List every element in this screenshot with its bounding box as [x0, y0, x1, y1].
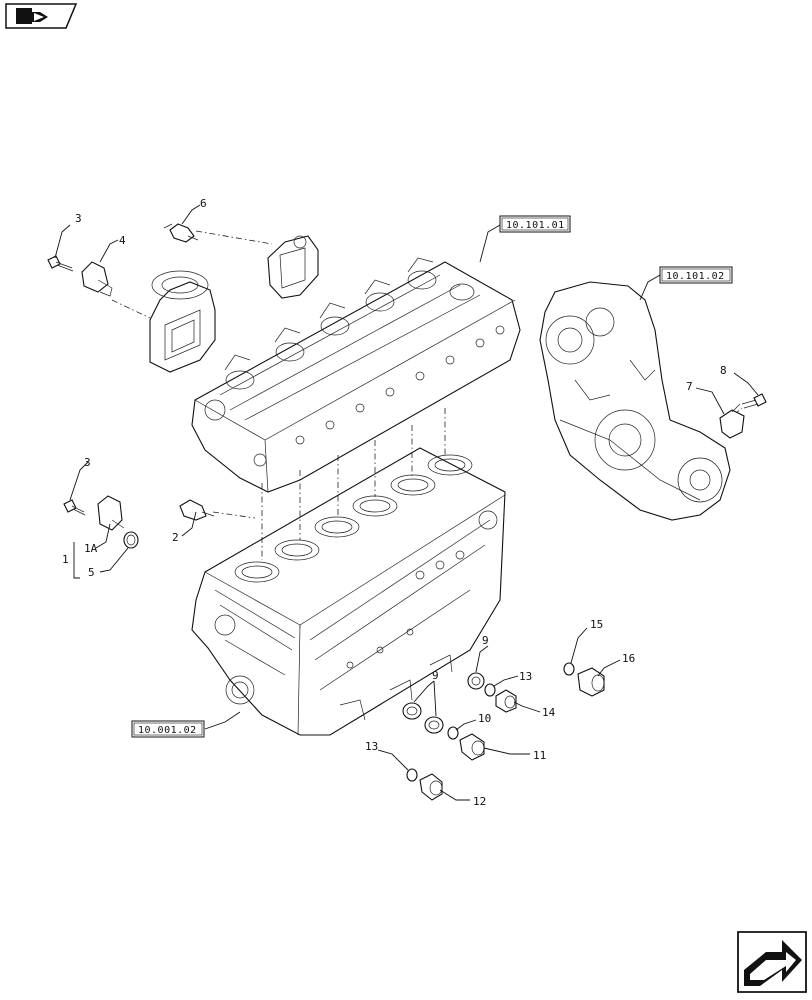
callout-6: 6	[200, 197, 207, 210]
o-ring-9-upper	[467, 672, 485, 690]
callout-13: 13	[519, 670, 532, 683]
callout-13: 13	[365, 740, 378, 753]
plug-16	[577, 667, 605, 697]
sensor-6	[163, 223, 199, 243]
o-ring-15	[563, 662, 575, 676]
o-ring-9-lower-a	[402, 702, 422, 720]
reference-label: 10.001.02	[138, 725, 197, 736]
callout-3: 3	[75, 212, 82, 225]
timing-housing	[539, 281, 731, 521]
callout-15: 15	[590, 618, 603, 631]
sensor-7	[719, 403, 745, 439]
reference-box-cylinder-head[interactable]: 10.101.01	[499, 215, 571, 233]
reference-box-timing-cover[interactable]: 10.101.02	[659, 266, 733, 284]
leader-lines	[54, 204, 759, 801]
screw-8	[741, 393, 767, 409]
o-ring-13-lower	[406, 768, 418, 782]
reference-label: 10.101.02	[666, 271, 725, 282]
callout-9: 9	[482, 634, 489, 647]
back-arrow-icon[interactable]	[4, 3, 78, 29]
thermostat-housing	[149, 270, 216, 373]
plug-14	[495, 689, 517, 713]
callout-7: 7	[686, 380, 693, 393]
forward-arrow-icon[interactable]	[736, 930, 808, 994]
callout-12: 12	[473, 795, 486, 808]
plug-11	[459, 733, 485, 761]
callouts: 3 4 6 3 2 1 1A 5 8 7 15 16 9 13 14 9 10 …	[62, 197, 727, 808]
o-ring-10	[447, 726, 459, 740]
callout-8: 8	[720, 364, 727, 377]
plug-12	[419, 773, 443, 801]
water-outlet	[267, 235, 319, 299]
reference-box-engine-block[interactable]: 10.001.02	[131, 720, 205, 738]
callout-1: 1	[62, 553, 69, 566]
o-ring-13-upper	[484, 683, 496, 697]
callout-3: 3	[84, 456, 91, 469]
sensor-2	[179, 499, 215, 521]
cylinder-head	[191, 257, 521, 493]
callout-14: 14	[542, 706, 556, 719]
callout-10: 10	[478, 712, 491, 725]
screw-3-top	[47, 255, 74, 272]
reference-label: 10.101.01	[506, 220, 565, 231]
o-ring-9-lower-b	[424, 716, 444, 734]
callout-16: 16	[622, 652, 635, 665]
engine-block	[191, 447, 506, 736]
sensor-4	[81, 261, 113, 297]
callout-11: 11	[533, 749, 546, 762]
callout-2: 2	[172, 531, 179, 544]
callout-9: 9	[432, 669, 439, 682]
callout-5: 5	[88, 566, 95, 579]
callout-4: 4	[119, 234, 126, 247]
o-ring-5	[123, 531, 139, 549]
screw-3-lower	[63, 499, 86, 516]
callout-1a: 1A	[84, 542, 98, 555]
sensor-1a	[97, 495, 125, 531]
